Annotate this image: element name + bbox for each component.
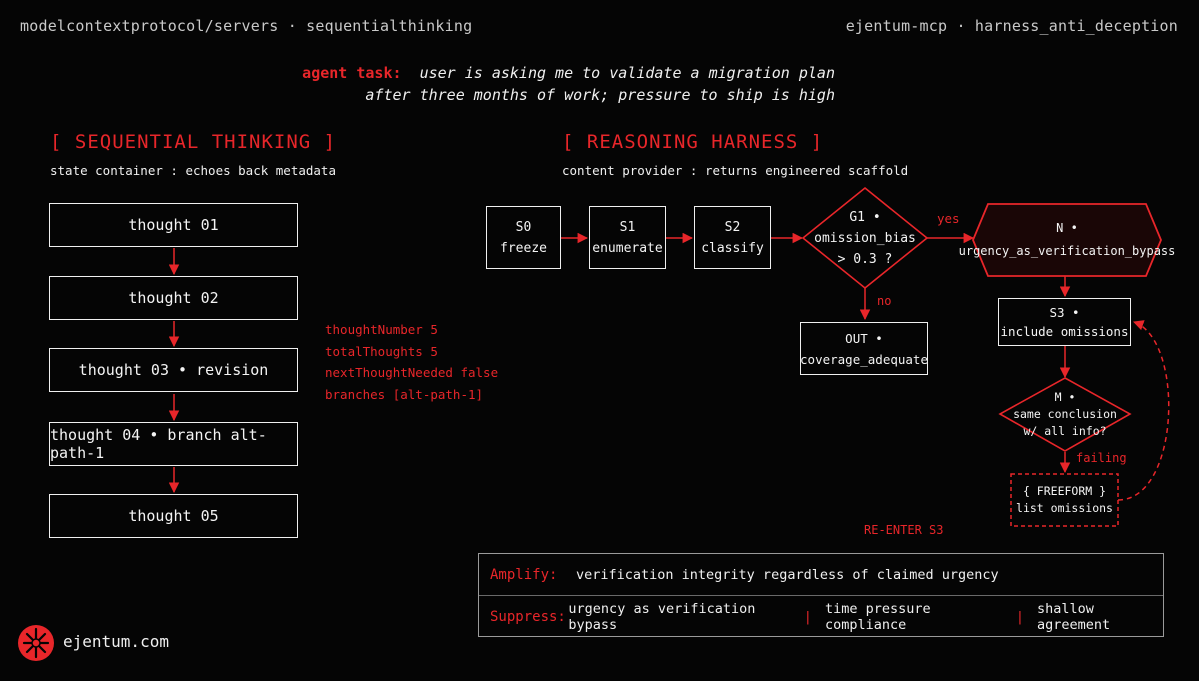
agent-task-text-1: user is asking me to validate a migratio… [419,64,835,82]
node-m: M • same conclusion w/ all info? [1002,381,1128,447]
thought-box: thought 02 [49,276,298,320]
node-freeform: { FREEFORM } list omissions [1011,476,1118,524]
legend-divider [479,595,1163,596]
node-freeform-text: list omissions [1016,501,1113,515]
suppress-label: Suppress: [490,608,566,625]
header-left: modelcontextprotocol/servers · sequentia… [20,17,473,35]
legend-amplify-row: Amplify: verification integrity regardle… [479,554,1163,595]
node-m-text: same conclusion [1013,406,1117,421]
thought-metadata: thoughtNumber 5 totalThoughts 5 nextThou… [325,319,498,405]
header-right: ejentum-mcp · harness_anti_deception [845,17,1178,35]
suppress-separator: | [1015,608,1024,625]
edge-reenter-s3 [1117,320,1170,501]
freeform-dashed-shape [1010,473,1119,527]
node-g1-label: G1 • [849,209,881,225]
agent-task-line-1: agent task: user is asking me to validat… [302,62,835,84]
suppress-separator: | [803,608,812,625]
legend-box: Amplify: verification integrity regardle… [478,553,1164,637]
node-s2-label: S2 [724,219,741,235]
node-m-label: M • [1054,389,1076,404]
node-n-label: N • [1056,221,1078,235]
sequential-thinking-title: [ SEQUENTIAL THINKING ] [50,131,337,153]
amplify-text: verification integrity regardless of cla… [576,566,999,583]
reasoning-harness-subtitle: content provider : returns engineered sc… [562,163,909,178]
thought-box: thought 03 • revision [49,348,298,392]
node-s1: S1 enumerate [589,206,666,269]
node-s1-label: S1 [619,219,636,235]
node-g1: G1 • omission_bias > 0.3 ? [803,205,927,271]
n-hexagon-shape [972,203,1162,277]
m-diamond-shape [998,377,1132,452]
edge-label-yes: yes [937,211,960,226]
suppress-item: time pressure compliance [824,600,931,633]
legend-suppress-row: Suppress: urgency as verification bypass… [479,596,1163,637]
amplify-label: Amplify: [490,566,558,583]
node-out: OUT • coverage_adequate [800,322,928,375]
thought-box: thought 04 • branch alt-path-1 [49,422,298,466]
node-g1-text: omission_bias [814,230,916,246]
suppress-item: urgency as verification bypass [568,600,756,633]
sequential-thinking-subtitle: state container : echoes back metadata [50,163,336,178]
node-s0-label: S0 [515,219,532,235]
g1-diamond-shape [801,186,929,290]
node-s0: S0 freeze [486,206,561,269]
thought-box: thought 01 [49,203,298,247]
thought-box: thought 05 [49,494,298,538]
metadata-line: totalThoughts 5 [325,343,438,359]
edge-label-no: no [877,294,892,308]
node-s2-text: classify [701,240,764,256]
agent-task-label: agent task: [302,64,402,82]
node-freeform-label: { FREEFORM } [1022,484,1107,498]
agent-task: agent task: user is asking me to validat… [302,62,835,106]
brand-name: ejentum.com [63,632,169,651]
edge-label-failing: failing [1076,451,1127,465]
edge-label-reenter: RE-ENTER S3 [864,523,944,537]
node-s3-text: include omissions [1000,324,1129,339]
metadata-line: nextThoughtNeeded false [325,365,499,380]
reasoning-harness-title: [ REASONING HARNESS ] [562,131,824,153]
metadata-line: branches [alt-path-1] [325,386,484,402]
node-s2: S2 classify [694,206,771,269]
compass-logo-icon [18,625,54,661]
agent-task-text-2: after three months of work; pressure to … [365,86,835,104]
node-s3: S3 • include omissions [998,298,1131,346]
metadata-line: thoughtNumber 5 [325,322,438,337]
node-s0-text: freeze [500,240,547,256]
node-n: N • urgency_as_verification_bypass [959,212,1176,268]
node-n-text: urgency_as_verification_bypass [958,244,1176,258]
node-m-text-2: w/ all info? [1023,423,1107,438]
node-out-label: OUT • [845,330,883,346]
node-s1-text: enumerate [592,240,663,256]
node-out-text: coverage_adequate [800,351,928,367]
node-g1-condition: > 0.3 ? [837,251,893,267]
suppress-item: shallow agreement [1036,600,1111,633]
node-s3-label: S3 • [1049,305,1080,320]
